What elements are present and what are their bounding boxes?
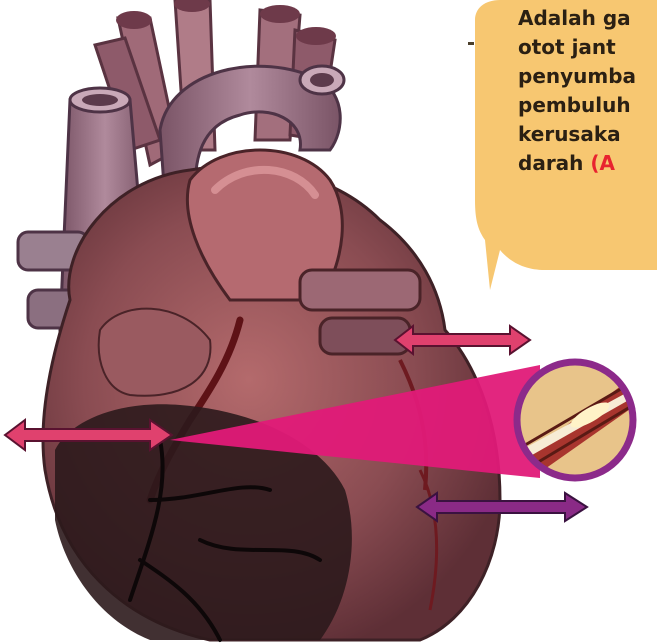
bubble-line-prefix: darah: [518, 151, 590, 175]
bubble-line-last: darah (A: [518, 149, 657, 178]
bubble-line: otot jant: [518, 33, 657, 62]
bubble-line: Adalah ga: [518, 4, 657, 33]
bubble-line: pembuluh: [518, 91, 657, 120]
bubble-line: penyumba: [518, 62, 657, 91]
heart-illustration: [18, 0, 500, 640]
speech-bubble-text: Adalah ga otot jant penyumba pembuluh ke…: [518, 4, 657, 264]
bubble-line-accent: (A: [590, 151, 615, 175]
bubble-line: kerusaka: [518, 120, 657, 149]
